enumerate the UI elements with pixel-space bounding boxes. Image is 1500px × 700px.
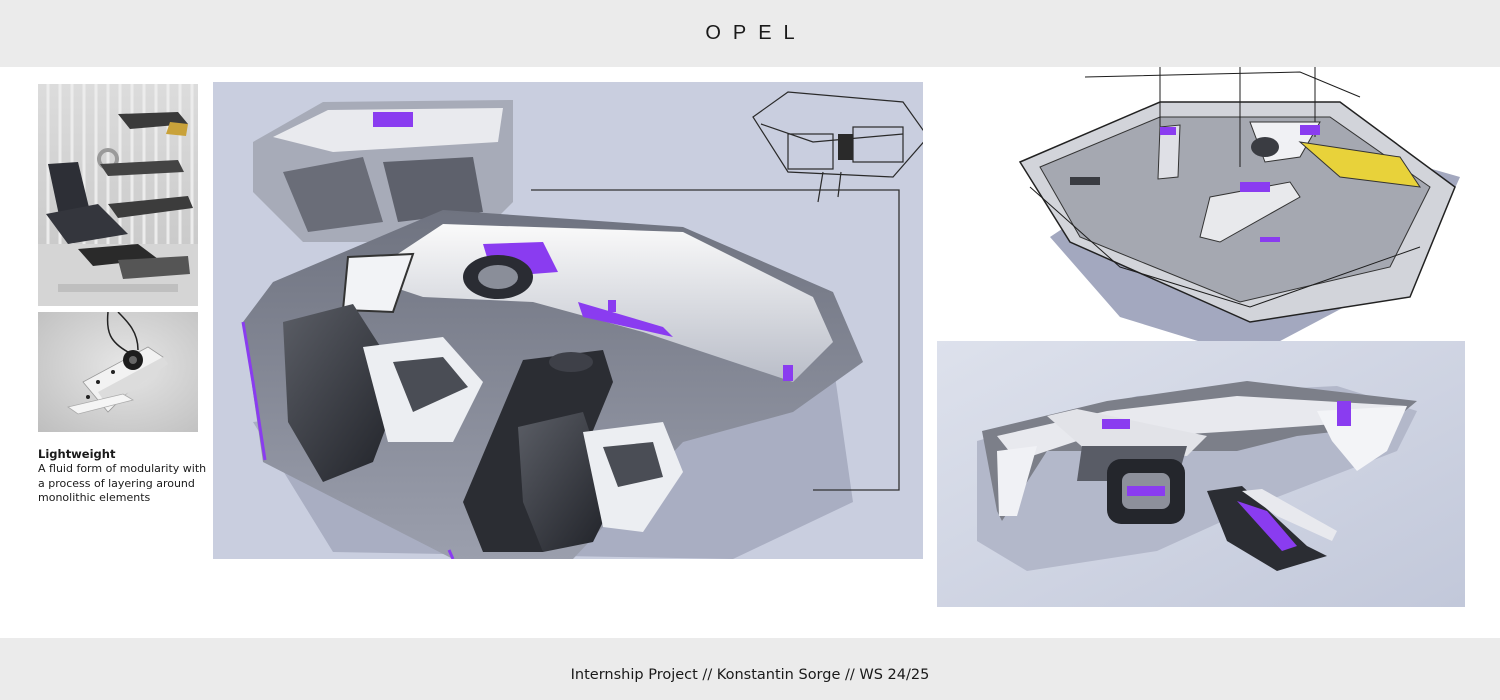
suspended-steering-model-photo — [38, 312, 198, 432]
footer-bar — [0, 638, 1500, 700]
caption-block: Lightweight A fluid form of modularity w… — [38, 447, 208, 506]
interior-perspective-sketch — [1000, 67, 1480, 357]
modular-seat-model-photo — [38, 84, 198, 306]
brand-logo: OPEL — [705, 22, 807, 44]
caption-body: A fluid form of modularity with a proces… — [38, 462, 207, 504]
footer-credit: Internship Project // Konstantin Sorge /… — [570, 667, 930, 683]
header-bar — [0, 0, 1500, 67]
main-interior-render-sketch — [213, 82, 923, 559]
cockpit-dashboard-sketch — [937, 341, 1465, 607]
caption-title: Lightweight — [38, 447, 116, 461]
